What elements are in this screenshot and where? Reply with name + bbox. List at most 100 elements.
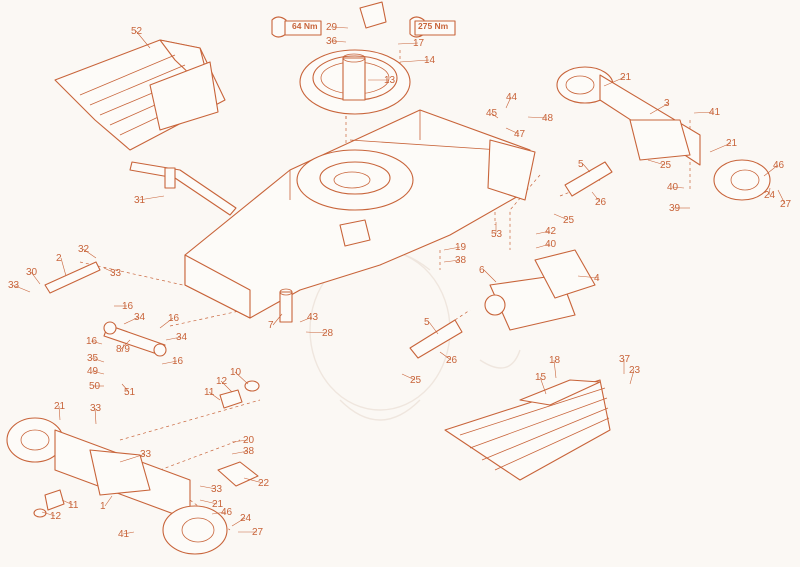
propeller-shafts-5 — [409, 161, 613, 359]
rear-axle-3 — [556, 66, 771, 201]
leader-l1 — [104, 495, 113, 507]
label-l19: 19 — [455, 242, 467, 253]
label-l41b: 41 — [118, 529, 130, 540]
leader-l34b — [165, 336, 182, 341]
leader-l16d — [161, 360, 178, 365]
label-l38b: 38 — [243, 446, 255, 457]
label-l4: 4 — [594, 273, 600, 284]
leader-l7 — [272, 313, 283, 326]
main-frame — [184, 109, 536, 319]
leader-l52 — [135, 30, 151, 49]
leader-l21c — [58, 405, 61, 421]
label-leaders — [12, 26, 786, 535]
label-l48: 48 — [542, 113, 554, 124]
leader-l23 — [629, 369, 635, 385]
label-l24b: 24 — [240, 513, 252, 524]
label-l20: 20 — [243, 435, 255, 446]
leader-l31 — [138, 195, 165, 201]
leader-l40b — [535, 243, 551, 249]
leader-l35 — [91, 357, 105, 363]
label-l2: 2 — [56, 253, 62, 264]
leader-l14 — [399, 59, 430, 63]
label-l46a: 46 — [773, 160, 785, 171]
leader-l36 — [330, 40, 347, 43]
label-l27b: 27 — [252, 527, 264, 538]
label-l43: 43 — [307, 312, 319, 323]
leader-l6 — [483, 269, 497, 283]
label-l25b: 25 — [563, 215, 575, 226]
leader-l25b — [553, 213, 569, 221]
label-l33a: 33 — [110, 268, 122, 279]
pin-2 — [44, 261, 101, 294]
leader-l27a — [777, 189, 786, 205]
label-l33c: 33 — [90, 403, 102, 414]
leader-l33c — [94, 407, 97, 425]
leader-l5b — [428, 321, 439, 335]
leader-l42 — [535, 230, 551, 235]
label-l26b: 26 — [446, 355, 458, 366]
label-l51: 51 — [124, 387, 136, 398]
label-l1: 1 — [100, 501, 106, 512]
label-l45: 45 — [486, 108, 498, 119]
label-l33e: 33 — [211, 484, 223, 495]
label-l26a: 26 — [595, 197, 607, 208]
label-l42: 42 — [545, 226, 557, 237]
label-l34b: 34 — [176, 332, 188, 343]
leader-l21d — [199, 499, 218, 505]
label-l21b: 21 — [726, 138, 738, 149]
leader-l38a — [443, 259, 461, 263]
leader-l10 — [234, 371, 249, 385]
leader-l33d — [119, 453, 146, 463]
label-l39: 39 — [669, 203, 681, 214]
front-axle-1 — [6, 417, 228, 555]
label-l21a: 21 — [620, 72, 632, 83]
leader-l28 — [305, 331, 328, 334]
label-l16a: 16 — [122, 301, 134, 312]
label-l28: 28 — [322, 328, 334, 339]
leader-l24b — [231, 517, 246, 527]
leader-l19 — [443, 246, 461, 251]
leader-l48 — [527, 116, 548, 119]
label-l14: 14 — [424, 55, 436, 66]
label-l21d: 21 — [212, 499, 224, 510]
label-l16c: 16 — [86, 336, 98, 347]
label-l38a: 38 — [455, 255, 467, 266]
leader-l2 — [60, 257, 67, 277]
leader-l15 — [539, 376, 547, 395]
leader-l89 — [120, 339, 131, 350]
leader-l49 — [91, 370, 105, 375]
label-l21c: 21 — [54, 401, 66, 412]
leader-l16b — [159, 317, 174, 329]
bushings — [33, 380, 260, 518]
label-l12a: 12 — [216, 376, 228, 387]
leader-l25c — [401, 373, 416, 381]
label-l15: 15 — [535, 372, 547, 383]
label-l16d: 16 — [172, 356, 184, 367]
label-l33b: 33 — [8, 280, 20, 291]
leader-l11b — [61, 499, 74, 506]
label-l30: 30 — [26, 267, 38, 278]
label-l22: 22 — [258, 478, 270, 489]
leader-l12b — [41, 511, 56, 517]
leader-l4 — [577, 275, 600, 279]
leader-l33e — [199, 485, 217, 490]
dozer-blade-52 — [54, 39, 226, 151]
leader-l38b — [231, 450, 249, 455]
label-l40b: 40 — [545, 239, 557, 250]
leader-l26a — [591, 191, 601, 203]
leader-l12a — [220, 380, 233, 393]
label-l3: 3 — [664, 98, 670, 109]
label-l18: 18 — [549, 355, 561, 366]
leader-l21b — [709, 142, 732, 153]
leader-l30 — [30, 271, 41, 285]
label-l37: 37 — [619, 354, 631, 365]
leader-l33b — [12, 284, 31, 293]
label-l89: 8/9 — [116, 344, 130, 355]
leader-l46a — [763, 164, 779, 177]
label-l27a: 27 — [780, 199, 792, 210]
leader-l41a — [693, 111, 715, 114]
label-l49: 49 — [87, 366, 99, 377]
torque-wrench-icons — [271, 1, 456, 38]
leader-l16c — [90, 340, 103, 345]
